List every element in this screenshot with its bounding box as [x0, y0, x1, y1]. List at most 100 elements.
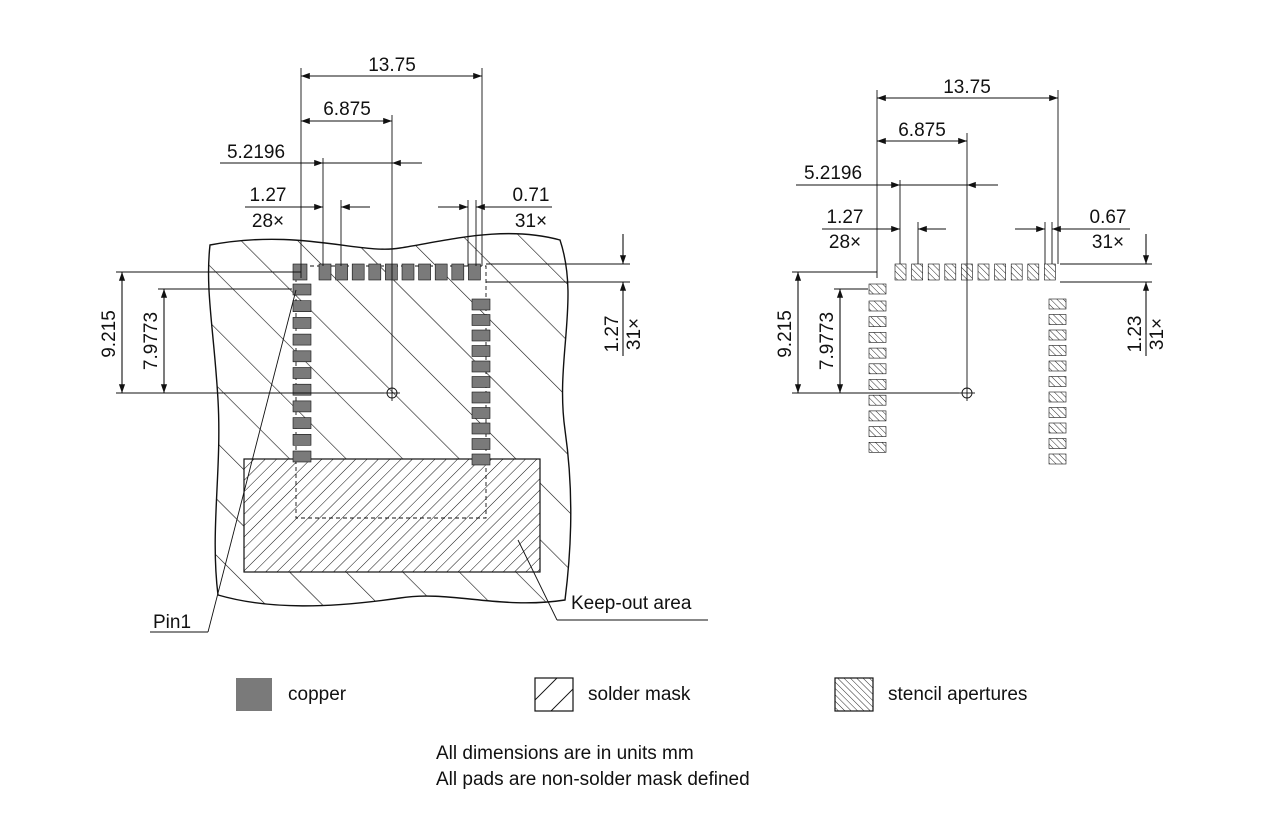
right-pad	[471, 422, 491, 435]
stencil-left-pad	[868, 347, 887, 359]
legend-copper-swatch	[236, 678, 272, 711]
right-dimensions: 13.75 6.875 5.2196 1.27 28× 0.67 31×	[775, 77, 1168, 394]
dim-pitch: 1.27	[250, 185, 287, 206]
stencil-right-pad	[1048, 314, 1067, 325]
stencil-top-pad	[977, 263, 990, 281]
r-dim-overall-width: 13.75	[943, 77, 991, 98]
stencil-left-pad	[868, 379, 887, 390]
top-pad	[385, 263, 398, 281]
top-pad	[351, 263, 365, 281]
stencil-right-pad	[1048, 345, 1067, 356]
right-pad	[471, 453, 491, 466]
stencil-right-pad	[1048, 391, 1067, 403]
dim-offset: 5.2196	[227, 142, 285, 163]
legend-stencil-label: stencil apertures	[888, 684, 1027, 705]
left-pad	[292, 383, 312, 396]
r-dim-pitch: 1.27	[827, 207, 864, 228]
stencil-top-pad	[1044, 263, 1056, 281]
right-pad	[471, 298, 491, 311]
legend-stencil-swatch	[834, 677, 874, 712]
left-pad	[292, 333, 312, 346]
right-pad	[471, 329, 491, 342]
dim-pad-width: 0.71	[513, 185, 550, 206]
stencil-pin1-pad	[868, 283, 887, 295]
r-dim-half-width: 6.875	[898, 120, 946, 141]
stencil-top-pad	[994, 263, 1006, 281]
stencil-left-pad	[868, 316, 887, 328]
note-pads: All pads are non-solder mask defined	[436, 769, 750, 790]
stencil-top-pad	[1027, 263, 1040, 281]
dim-pad-height-count: 31×	[624, 318, 645, 350]
right-pad	[471, 376, 491, 388]
r-dim-height-inner: 7.9773	[817, 312, 838, 370]
left-pad	[292, 350, 312, 363]
stencil-left-pad	[868, 410, 887, 422]
right-view: 13.75 6.875 5.2196 1.27 28× 0.67 31×	[775, 77, 1168, 465]
stencil-left-pad	[868, 300, 887, 312]
dim-pad-height: 1.27	[602, 316, 623, 353]
dim-overall-width: 13.75	[368, 55, 416, 76]
stencil-top-pad	[1010, 263, 1023, 281]
center-mark	[384, 385, 400, 401]
legend-solder-mask-label: solder mask	[588, 684, 691, 705]
right-pad	[471, 345, 491, 357]
left-pad	[292, 433, 312, 446]
right-center-mark	[959, 385, 975, 401]
stencil-top-pad	[894, 263, 907, 281]
note-units: All dimensions are in units mm	[436, 743, 694, 764]
stencil-right-pad	[1048, 407, 1067, 418]
r-dim-pad-count: 31×	[1092, 232, 1124, 253]
top-pad	[451, 263, 465, 281]
stencil-left-pad	[868, 363, 887, 375]
legend-copper-label: copper	[288, 684, 347, 705]
right-pad	[471, 407, 491, 419]
right-pad	[471, 360, 491, 373]
stencil-top-pad	[927, 263, 940, 281]
dim-half-width: 6.875	[323, 99, 371, 120]
legend-solder-mask-swatch	[534, 677, 574, 712]
r-dim-pitch-count: 28×	[829, 232, 861, 253]
stencil-right-pad	[1048, 376, 1067, 387]
keepout-area	[243, 458, 541, 573]
top-pad	[368, 263, 382, 281]
legend: copper solder mask stencil apertures	[236, 677, 1027, 712]
right-pad	[471, 314, 491, 326]
r-dim-offset: 5.2196	[804, 163, 862, 184]
copper-pads	[292, 263, 491, 466]
left-pad	[292, 317, 312, 329]
dim-height-outer: 9.215	[99, 310, 120, 358]
top-pad	[318, 263, 332, 281]
left-view: 13.75 6.875 5.2196 1.27 28× 0.71 31×	[99, 55, 708, 633]
keepout-label: Keep-out area	[571, 593, 692, 614]
stencil-top-pad	[911, 263, 923, 281]
stencil-right-pad	[1048, 360, 1067, 372]
stencil-right-pad	[1048, 453, 1067, 465]
left-pad	[292, 417, 312, 429]
stencil-right-pad	[1048, 298, 1067, 310]
r-dim-pad-height-count: 31×	[1147, 318, 1168, 350]
left-pad	[292, 300, 312, 313]
stencil-right-pad	[1048, 438, 1067, 449]
dim-height-inner: 7.9773	[141, 312, 162, 370]
pin1-label: Pin1	[153, 612, 191, 633]
left-pad	[292, 283, 312, 296]
top-pad	[401, 263, 415, 281]
right-pad	[471, 391, 491, 404]
left-pad	[292, 367, 312, 379]
top-pad	[418, 263, 431, 281]
left-pad	[292, 450, 312, 463]
dim-pad-count: 31×	[515, 211, 547, 232]
r-dim-height-outer: 9.215	[775, 310, 796, 358]
left-dimensions: 13.75 6.875 5.2196 1.27 28× 0.71 31×	[99, 55, 708, 633]
left-pad	[292, 400, 312, 413]
stencil-left-pad	[868, 426, 887, 437]
top-pad	[335, 263, 348, 281]
top-pad	[434, 263, 448, 281]
stencil-left-pad	[868, 332, 887, 343]
stencil-top-pad	[944, 263, 957, 281]
stencil-left-pad	[868, 394, 887, 406]
r-dim-pad-width: 0.67	[1090, 207, 1127, 228]
stencil-pads	[868, 263, 1067, 465]
stencil-right-pad	[1048, 329, 1067, 341]
